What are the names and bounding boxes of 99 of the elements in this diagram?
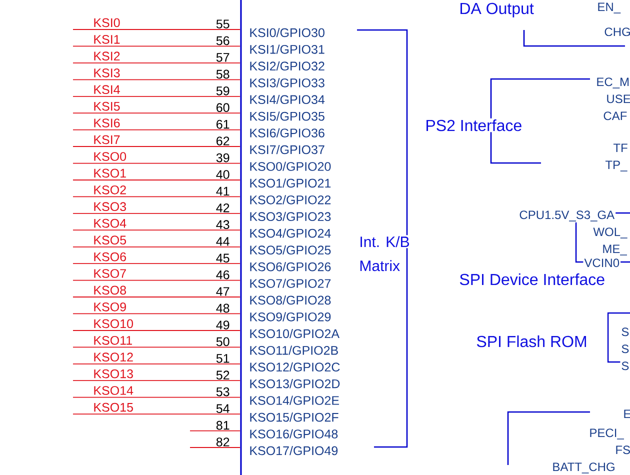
pin-name: KSO1/GPIO21 (250, 178, 331, 188)
pin-name: KSO12/GPIO2C (250, 362, 340, 372)
net-label: KSO3 (94, 202, 126, 212)
block-label: SPI Device Interface (458, 272, 606, 286)
pin-name: KSO13/GPIO2D (250, 379, 340, 388)
block-label: PS2 Interface (424, 118, 524, 132)
pin-name: KSI0/GPIO30 (250, 28, 324, 38)
pin-number: 59 (216, 86, 230, 96)
pin-name: KSO4/GPIO24 (250, 228, 331, 238)
signal-name: WOL_ (592, 226, 628, 240)
signal-name: TF (612, 142, 629, 153)
pin-number: 57 (216, 53, 230, 62)
pin-name: KSO0/GPIO20 (250, 162, 331, 171)
net-label: KSO14 (94, 386, 134, 395)
pin-number: 42 (216, 203, 230, 212)
net-label: KSO11 (94, 336, 132, 345)
pin-number: 46 (216, 270, 230, 280)
pin-name: KSO14/GPIO2E (250, 396, 339, 405)
pin-name: KSI5/GPIO35 (250, 112, 324, 121)
pin-name: KSO15/GPIO2F (250, 412, 338, 422)
pin-name: KSI4/GPIO34 (250, 94, 325, 104)
pin-name: KSI2/GPIO32 (250, 61, 324, 71)
pin-name: KSO2/GPIO22 (250, 195, 331, 204)
signal-name: TP_ (604, 160, 628, 172)
pin-name: KSO8/GPIO28 (250, 295, 331, 305)
signal-name: BATT_CHG (551, 462, 616, 474)
net-label: KSI7 (94, 135, 120, 144)
net-label: KSO8 (94, 286, 126, 295)
net-label: KSO13 (94, 369, 133, 378)
signal-name: ME_ (601, 244, 628, 256)
pin-number: 44 (216, 237, 230, 246)
net-label: KSI6 (94, 118, 120, 128)
signal-name: EN_ (596, 2, 622, 14)
net-label: KSI0 (94, 18, 120, 28)
pin-number: 58 (216, 70, 230, 79)
pin-number: 52 (216, 370, 230, 380)
pin-number: 61 (216, 120, 230, 129)
pin-name: KSO5/GPIO25 (250, 245, 331, 255)
pin-number: 82 (216, 438, 230, 446)
block-label: DA Output (458, 2, 535, 18)
block-label: Matrix (358, 259, 402, 272)
net-label: KSO10 (94, 319, 134, 328)
pin-name: KSI1/GPIO31 (250, 44, 324, 54)
pin-number: 81 (216, 420, 230, 430)
pin-name: KSO16/GPIO48 (250, 429, 338, 438)
pin-name: KSI3/GPIO33 (250, 78, 324, 88)
pin-name: KSI7/GPIO37 (250, 144, 324, 154)
block-label: Int. K/B (358, 235, 411, 248)
signal-name: EC_M (595, 76, 630, 90)
net-label: KSI2 (94, 52, 120, 61)
signal-name: PECI_ (588, 428, 625, 440)
pin-name: KSO6/GPIO26 (250, 262, 331, 272)
pin-number: 51 (216, 354, 230, 363)
pin-number: 55 (216, 20, 230, 28)
signal-name: CPU1.5V_S3_GA (518, 210, 616, 222)
signal-name: CAF (602, 110, 628, 122)
pin-number: 43 (216, 220, 230, 230)
block-label: SPI Flash ROM (475, 334, 588, 348)
pin-name: KSO11/GPIO2B (250, 346, 338, 355)
net-label: KSO0 (94, 152, 126, 161)
signal-name: VCIN0 (583, 258, 621, 268)
net-label: KSO7 (94, 269, 126, 278)
net-label: KSO4 (94, 218, 126, 228)
pin-number: 60 (216, 103, 230, 112)
net-label: KSI4 (94, 85, 120, 94)
signal-name: CHG (603, 26, 630, 38)
net-label: KSO12 (94, 352, 133, 362)
net-label: KSO1 (94, 168, 126, 178)
net-label: KSI3 (94, 68, 120, 78)
pin-name: KSI6/GPIO36 (250, 128, 324, 138)
pin-number: 62 (216, 136, 230, 146)
pin-number: 47 (216, 287, 230, 296)
pin-name: KSO10/GPIO2A (250, 328, 340, 338)
pin-number: 53 (216, 387, 230, 396)
pin-number: 56 (216, 36, 230, 46)
pin-number: 54 (216, 404, 230, 414)
pin-number: 50 (216, 337, 230, 346)
pin-name: KSO3/GPIO23 (250, 212, 331, 222)
net-label: KSO15 (94, 402, 133, 412)
pin-number: 39 (216, 153, 230, 162)
pin-number: 49 (216, 320, 230, 330)
pin-number: 41 (216, 186, 230, 196)
net-label: KSO6 (94, 252, 126, 262)
signal-name: S (620, 326, 630, 338)
signal-name: USE (605, 94, 630, 104)
pin-number: 40 (216, 170, 230, 179)
net-label: KSI1 (94, 34, 120, 44)
net-label: KSI5 (94, 102, 120, 111)
signal-name: S (620, 360, 630, 372)
pin-name: KSO17/GPIO49 (250, 446, 338, 456)
pin-name: KSO7/GPIO27 (250, 278, 331, 288)
net-label: KSO2 (94, 185, 126, 194)
pin-number: 45 (216, 254, 230, 263)
pin-name: KSO9/GPIO29 (250, 312, 331, 322)
net-label: KSO9 (94, 302, 126, 312)
pin-number: 48 (216, 304, 230, 313)
net-label: KSO5 (94, 236, 126, 245)
signal-name: FS (614, 444, 630, 456)
signal-name: S (620, 344, 630, 354)
